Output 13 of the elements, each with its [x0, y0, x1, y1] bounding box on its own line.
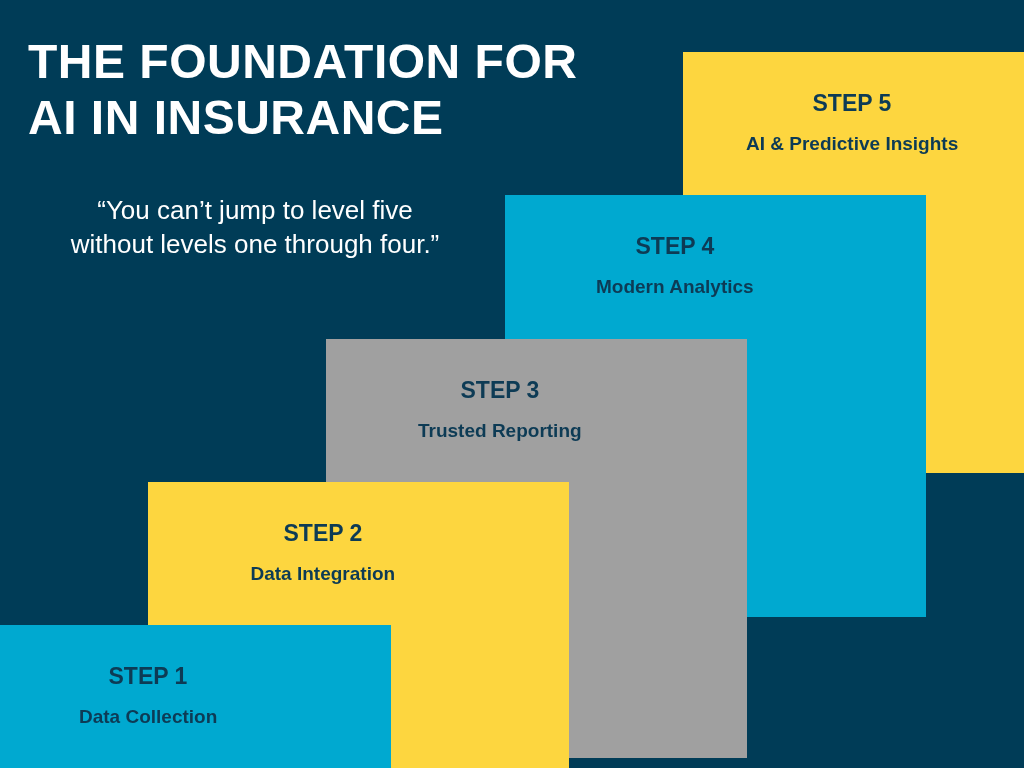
step-title: Data Integration	[250, 562, 396, 586]
step-block	[0, 625, 391, 768]
step-title: Data Collection	[79, 705, 218, 729]
step-number: STEP 3	[460, 376, 540, 404]
step-number: STEP 4	[635, 232, 715, 260]
step-title: Trusted Reporting	[418, 419, 582, 443]
title: THE FOUNDATION FOR AI IN INSURANCE	[28, 34, 579, 146]
step-number: STEP 2	[283, 519, 363, 547]
step-title: Modern Analytics	[596, 275, 754, 299]
step-title: AI & Predictive Insights	[746, 132, 959, 156]
quote-text: “You can’t jump to level five without levels one through four.”	[69, 194, 441, 261]
step-number: STEP 1	[108, 662, 188, 690]
step-number: STEP 5	[812, 89, 892, 117]
